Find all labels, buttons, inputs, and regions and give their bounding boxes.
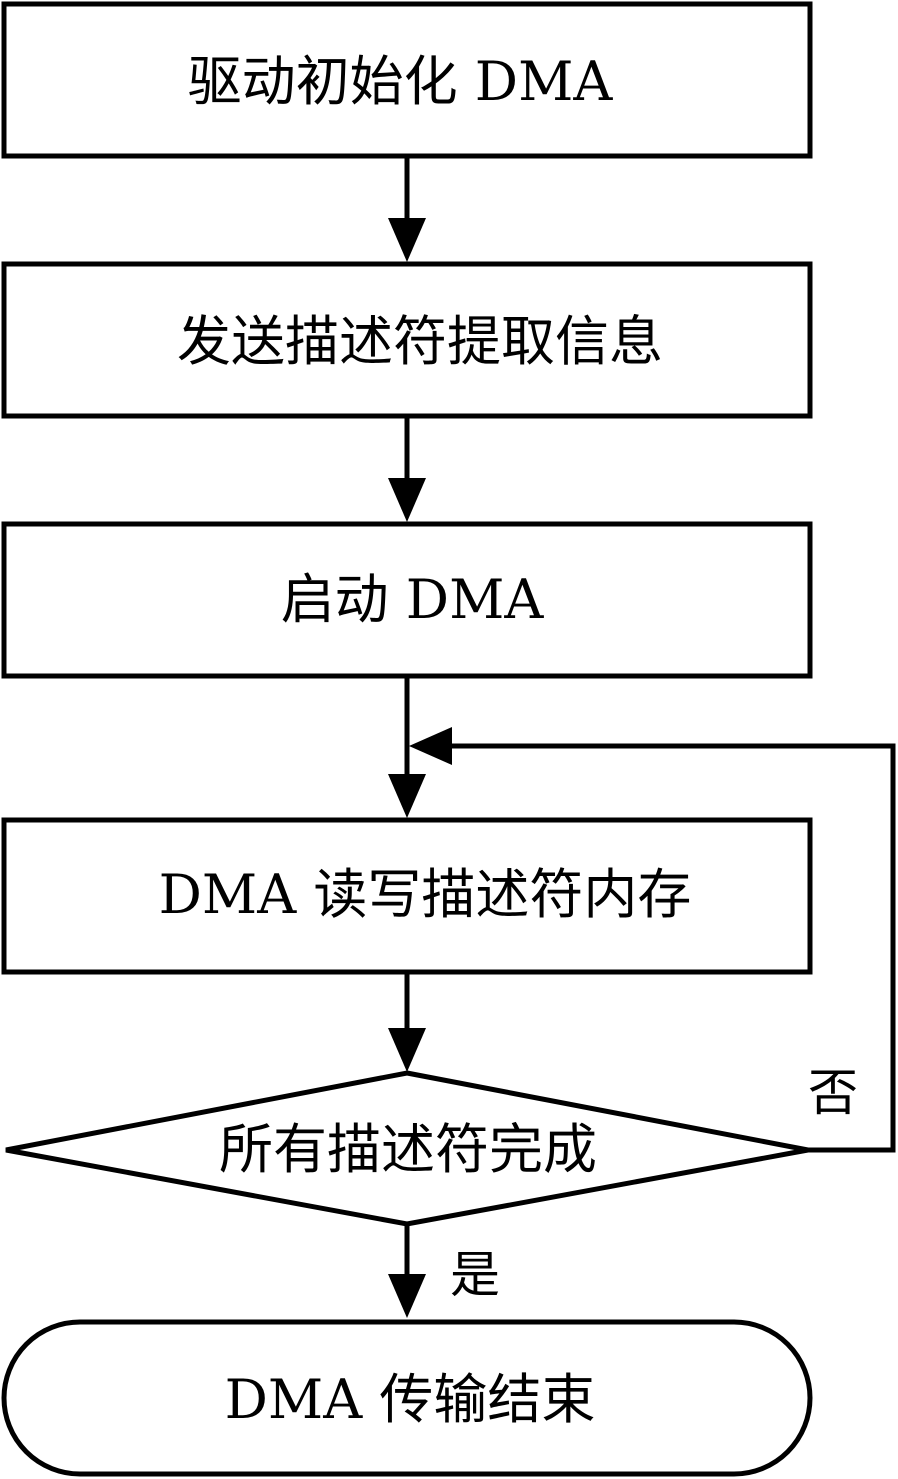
node-send: 发送描述符提取信息	[1, 261, 813, 419]
node-start: 启动 DMA	[1, 521, 813, 679]
node-start-box	[1, 521, 813, 679]
node-end-label: DMA 传输结束	[225, 1368, 596, 1431]
arrow-init-to-send	[388, 156, 426, 262]
node-end: DMA 传输结束	[1, 1319, 813, 1477]
node-readwrite-label: DMA 读写描述符内存	[159, 863, 692, 926]
node-init: 驱动初始化 DMA	[1, 1, 813, 159]
node-init-box	[1, 1, 813, 159]
arrow-start-to-readwrite	[388, 676, 426, 818]
arrow-loop-back	[409, 727, 896, 1153]
node-send-box	[1, 261, 813, 419]
node-end-terminal	[1, 1319, 813, 1477]
node-init-label: 驱动初始化 DMA	[188, 50, 614, 113]
arrow-decision-to-end	[388, 1224, 426, 1318]
node-decision: 所有描述符完成	[5, 1070, 809, 1227]
branch-label-no: 否	[808, 1064, 858, 1122]
node-decision-label: 所有描述符完成	[219, 1118, 597, 1181]
node-readwrite-box	[1, 817, 813, 975]
arrow-send-to-start	[388, 416, 426, 522]
node-readwrite: DMA 读写描述符内存	[1, 817, 813, 975]
node-start-label: 启动 DMA	[281, 568, 545, 631]
node-send-label: 发送描述符提取信息	[177, 310, 663, 373]
arrow-readwrite-to-decision	[388, 972, 426, 1072]
branch-label-yes: 是	[450, 1246, 500, 1304]
